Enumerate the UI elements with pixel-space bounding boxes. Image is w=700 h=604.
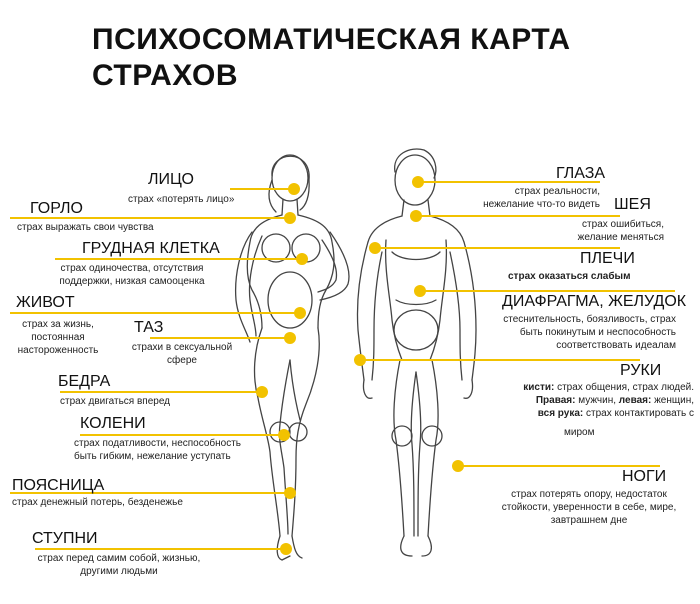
dot-eyes	[412, 176, 424, 188]
dot-diaphragm	[414, 285, 426, 297]
desc-hips: страх двигаться вперед	[60, 396, 170, 407]
label-chest: ГРУДНАЯ КЛЕТКА	[82, 240, 220, 257]
desc-arms: кисти: страх общения, страх людей. Права…	[523, 382, 694, 419]
dot-knees	[278, 429, 290, 441]
label-knees: КОЛЕНИ	[80, 415, 146, 432]
label-neck: ШЕЯ	[614, 196, 651, 213]
desc-face: страх «потерять лицо»	[128, 194, 235, 205]
label-pelvis: ТАЗ	[134, 319, 164, 336]
desc-arms-last: миром	[564, 427, 595, 438]
dot-lowback	[284, 487, 296, 499]
dot-legs	[452, 460, 464, 472]
dot-neck	[410, 210, 422, 222]
dot-hips	[256, 386, 268, 398]
desc-neck: страх ошибиться, желание меняться	[577, 219, 664, 243]
label-arms: РУКИ	[620, 362, 662, 379]
label-lowback: ПОЯСНИЦА	[12, 477, 105, 494]
title-line-1: ПСИХОСОМАТИЧЕСКАЯ КАРТА	[92, 23, 571, 56]
desc-pelvis: страхи в сексуальной сфере	[131, 342, 233, 366]
label-face: ЛИЦО	[148, 171, 194, 188]
label-eyes: ГЛАЗА	[556, 165, 606, 182]
dot-pelvis	[284, 332, 296, 344]
dot-chest	[296, 253, 308, 265]
dot-throat	[284, 212, 296, 224]
dot-feet	[280, 543, 292, 555]
desc-feet: страх перед самим собой, жизнью, другими…	[37, 553, 201, 577]
desc-diaphragm: стеснительность, боязливость, страх быть…	[503, 314, 676, 351]
marker-dots	[256, 176, 464, 555]
dot-shoulders	[369, 242, 381, 254]
connector-lines	[10, 181, 675, 550]
page-title: ПСИХОСОМАТИЧЕСКАЯ КАРТА СТРАХОВ	[92, 22, 570, 94]
label-feet: СТУПНИ	[32, 530, 98, 547]
dot-arms	[354, 354, 366, 366]
male-figure	[356, 148, 477, 557]
label-throat: ГОРЛО	[30, 200, 83, 217]
desc-eyes: страх реальности, нежелание что-то видет…	[483, 186, 600, 210]
desc-lowback: страх денежный потерь, безденежье	[12, 497, 183, 508]
title-line-2: СТРАХОВ	[92, 59, 239, 92]
desc-chest: страх одиночества, отсутствия поддержки,…	[59, 263, 205, 287]
female-figure	[234, 154, 350, 561]
label-legs: НОГИ	[622, 468, 667, 485]
label-diaphragm: ДИАФРАГМА, ЖЕЛУДОК	[502, 293, 687, 310]
desc-knees: страх податливости, неспособность быть г…	[74, 438, 242, 462]
desc-throat: страх выражать свои чувства	[17, 222, 154, 233]
dot-face	[288, 183, 300, 195]
label-hips: БЕДРА	[58, 373, 111, 390]
desc-legs: страх потерять опору, недостаток стойкос…	[501, 489, 677, 526]
dot-belly	[294, 307, 306, 319]
label-shoulders: ПЛЕЧИ	[580, 250, 635, 267]
desc-belly: страх за жизнь, постоянная настороженнос…	[17, 319, 99, 356]
desc-shoulders: страх оказаться слабым	[508, 271, 631, 282]
label-belly: ЖИВОТ	[16, 294, 75, 311]
